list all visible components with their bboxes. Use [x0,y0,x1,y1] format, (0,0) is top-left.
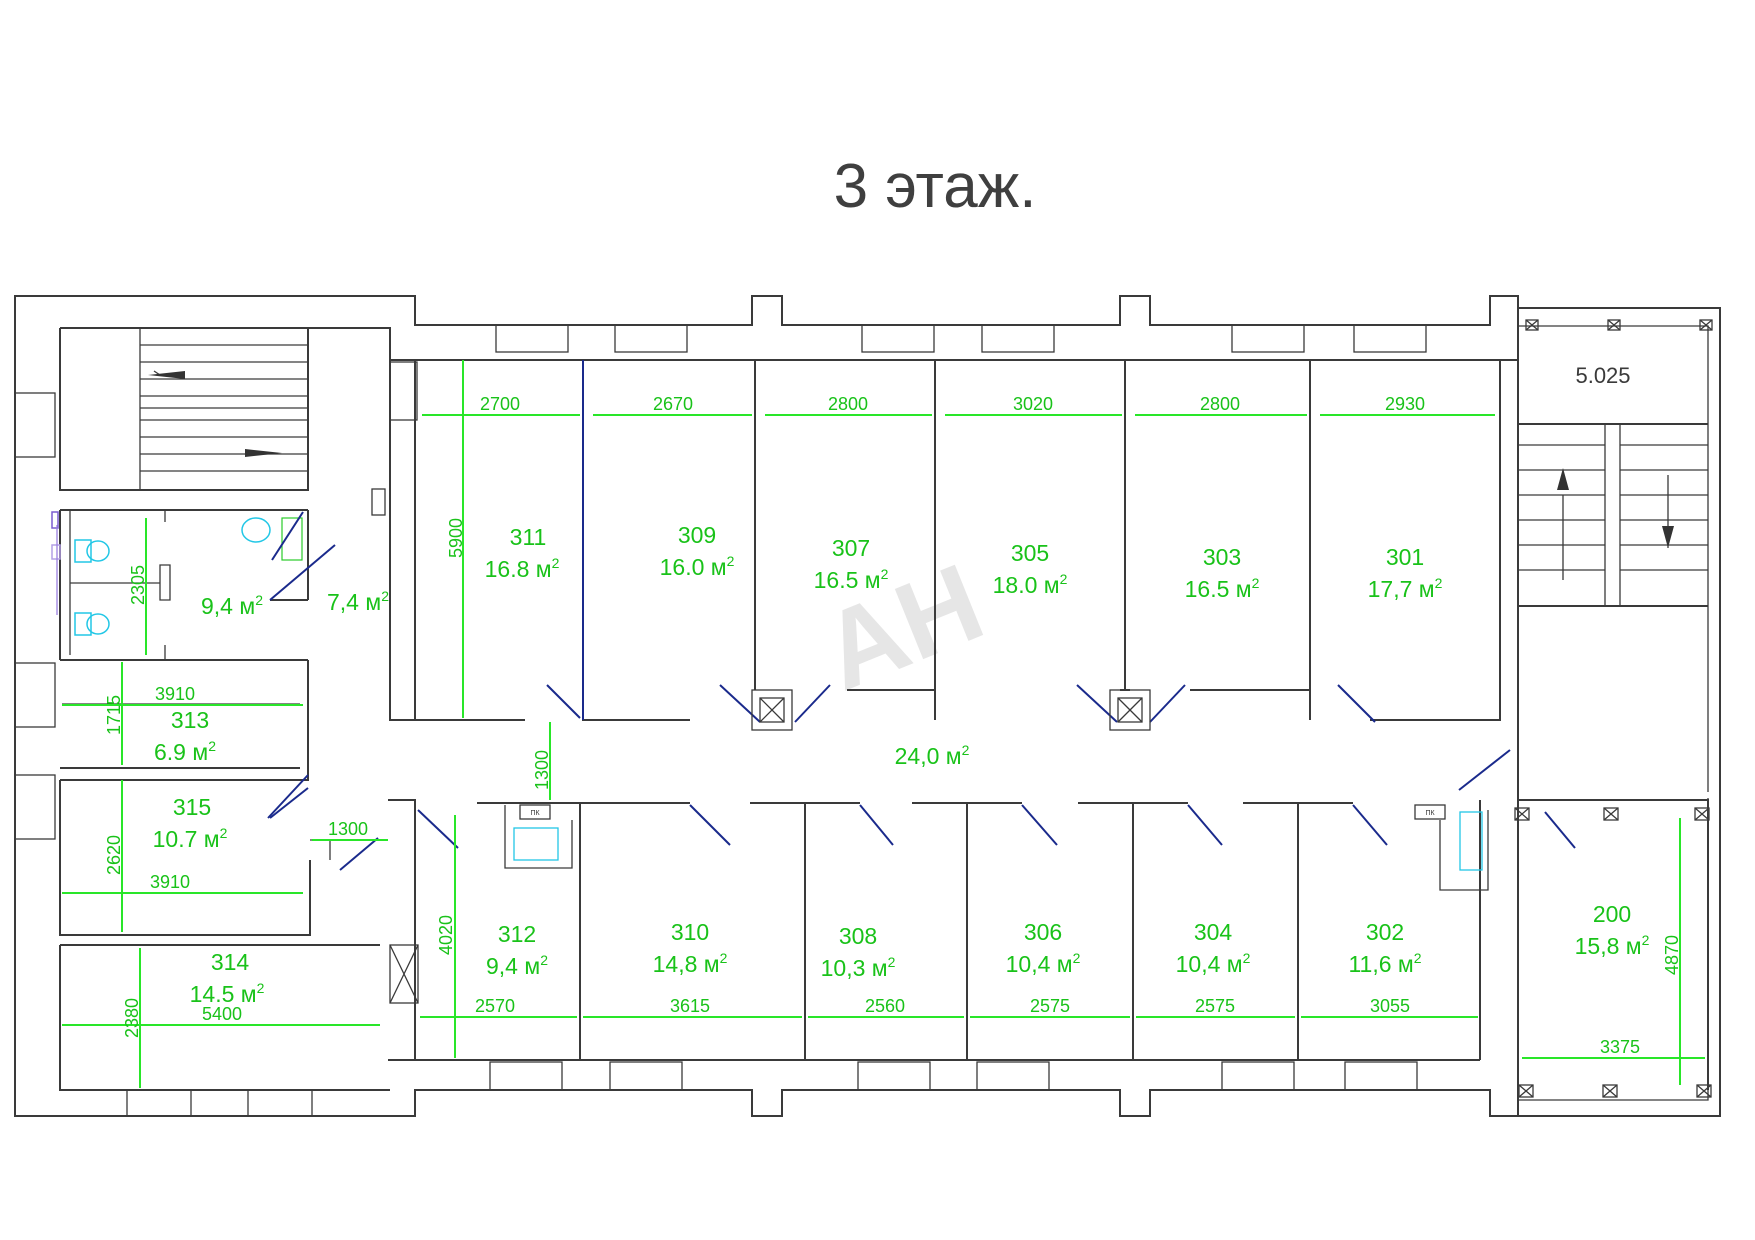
room-302-area: 11,6 м2 [1348,950,1421,977]
room-311-number: 311 [510,524,547,550]
dim-200-width: 3375 [1600,1037,1640,1057]
room-310-number: 310 [671,919,709,945]
room-305-number: 305 [1011,540,1049,566]
dim-bottom-4: 2575 [1030,996,1070,1016]
dim-top-6: 2930 [1385,394,1425,414]
dim-200-height: 4870 [1662,935,1682,975]
room-306-number: 306 [1024,919,1062,945]
dim-bottom-depth: 4020 [436,915,456,955]
top-rooms [390,359,1518,731]
room-308-number: 308 [839,923,877,949]
dim-top-5: 2800 [1200,394,1240,414]
dim-313-height: 1715 [104,695,124,735]
room-301-area: 17,7 м2 [1368,575,1443,602]
dim-top-depth: 5900 [446,518,466,558]
dim-bottom-2: 3615 [670,996,710,1016]
room-313-number: 313 [171,707,209,733]
room-314-area: 14.5 м2 [190,980,265,1007]
room-314-number: 314 [211,949,250,975]
dim-corridor: 1300 [532,750,552,790]
dim-bottom-3: 2560 [865,996,905,1016]
room-313-area: 6.9 м2 [154,738,216,765]
room-310-area: 14,8 м2 [653,950,728,977]
dim-top-2: 2670 [653,394,693,414]
dim-top-1: 2700 [480,394,520,414]
dim-bottom-6: 3055 [1370,996,1410,1016]
dim-313-width: 3910 [155,684,195,704]
room-303-area: 16.5 м2 [1185,575,1260,602]
wc-block [51,509,336,661]
corridor-area: 24,0 м2 [895,742,970,769]
room-315-area: 10.7 м2 [153,825,228,852]
room-200-number: 200 [1593,901,1631,927]
fire-cabinet-label: ПК [530,810,540,817]
dim-315-width: 3910 [150,872,190,892]
dim-bottom-1: 2570 [475,996,515,1016]
room-305-area: 18.0 м2 [993,571,1068,598]
dim-bottom-5: 2575 [1195,996,1235,1016]
room-303-number: 303 [1203,544,1241,570]
room-312-number: 312 [498,921,536,947]
dim-314-height: 2380 [122,998,142,1038]
room-307-area: 16.5 м2 [814,566,889,593]
dim-315-opening: 1300 [328,819,368,839]
room-306-area: 10,4 м2 [1006,950,1081,977]
dim-315-height: 2620 [104,835,124,875]
right-stair: 5.025 [1518,319,1713,607]
room-304-number: 304 [1194,919,1233,945]
room-labels: 311 16.8 м2 309 16.0 м2 307 16.5 м2 305 … [153,522,1650,1007]
room-309-number: 309 [678,522,716,548]
fire-cabinet-label-2: ПК [1425,810,1435,817]
stair-elevation: 5.025 [1575,363,1630,388]
room-312-area: 9,4 м2 [486,952,548,979]
room-315-number: 315 [173,794,211,820]
vestibule-area: 7,4 м2 [327,588,389,615]
room-302-number: 302 [1366,919,1404,945]
dimension-lines [62,360,1705,1088]
wc-area: 9,4 м2 [201,592,263,619]
room-311-area: 16.8 м2 [485,555,560,582]
room-309-area: 16.0 м2 [660,553,735,580]
dim-wc-height: 2305 [128,565,148,605]
room-307-number: 307 [832,535,870,561]
room-304-area: 10,4 м2 [1176,950,1251,977]
page-title: 3 этаж. [834,152,1037,221]
dim-314-width: 5400 [202,1004,242,1024]
bottom-rooms: ПК ПК [414,749,1712,1098]
dimension-labels: 2700 2670 2800 3020 2800 2930 5900 1300 … [104,394,1682,1057]
room-301-number: 301 [1386,544,1424,570]
dim-top-4: 3020 [1013,394,1053,414]
room-200-area: 15,8 м2 [1575,932,1650,959]
room-308-area: 10,3 м2 [821,954,896,981]
dim-top-3: 2800 [828,394,868,414]
